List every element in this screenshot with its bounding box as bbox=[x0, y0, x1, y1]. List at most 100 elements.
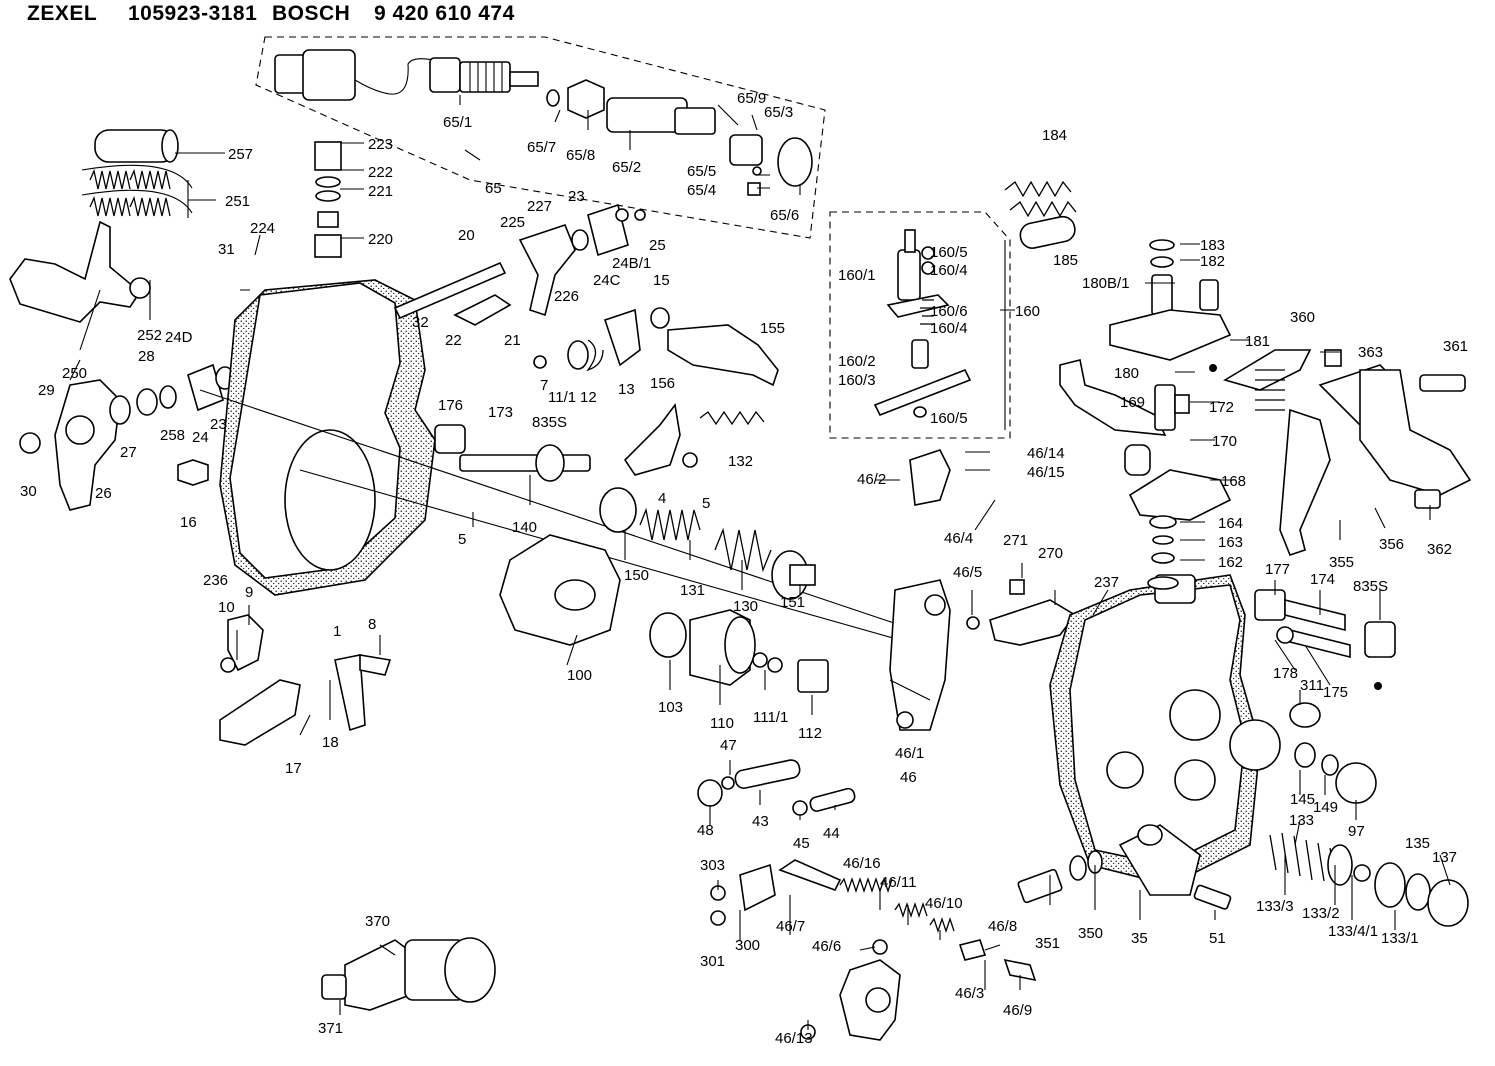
callout-label-160-5b: 160/5 bbox=[930, 410, 968, 427]
callout-label-133-3: 133/3 bbox=[1256, 898, 1294, 915]
governor-group-box bbox=[829, 211, 1011, 439]
callout-label-160-1: 160/1 bbox=[838, 267, 876, 284]
callout-label-135: 135 bbox=[1405, 835, 1430, 852]
callout-label-132: 132 bbox=[728, 453, 753, 470]
callout-label-172: 172 bbox=[1209, 399, 1234, 416]
callout-label-12: 12 bbox=[580, 389, 597, 406]
callout-label-140: 140 bbox=[512, 519, 537, 536]
callout-label-168: 168 bbox=[1221, 473, 1246, 490]
callout-label-181: 181 bbox=[1245, 333, 1270, 350]
callout-label-257: 257 bbox=[228, 146, 253, 163]
callout-label-97: 97 bbox=[1348, 823, 1365, 840]
spring-133 bbox=[1269, 832, 1337, 884]
callout-label-351: 351 bbox=[1035, 935, 1060, 952]
callout-label-46-5: 46/5 bbox=[953, 564, 982, 581]
callout-label-65-7: 65/7 bbox=[527, 139, 556, 156]
callout-label-160-6: 160/6 bbox=[930, 303, 968, 320]
callout-label-65-2: 65/2 bbox=[612, 159, 641, 176]
callout-label-21: 21 bbox=[504, 332, 521, 349]
callout-label-46-9: 46/9 bbox=[1003, 1002, 1032, 1019]
bracket-356 bbox=[1359, 369, 1472, 496]
callout-label-137: 137 bbox=[1432, 849, 1457, 866]
bosch-part-number: 9 420 610 474 bbox=[374, 2, 515, 25]
callout-label-11-1: 11/1 bbox=[548, 389, 576, 406]
callout-label-361: 361 bbox=[1443, 338, 1468, 355]
callout-label-151: 151 bbox=[780, 594, 805, 611]
callout-label-173: 173 bbox=[488, 404, 513, 421]
callout-label-46-1: 46/1 bbox=[895, 745, 924, 762]
callout-label-160-5a: 160/5 bbox=[930, 244, 968, 261]
callout-label-162: 162 bbox=[1218, 554, 1243, 571]
callout-label-9: 9 bbox=[245, 584, 253, 601]
callout-label-250: 250 bbox=[62, 365, 87, 382]
callout-label-149: 149 bbox=[1313, 799, 1338, 816]
callout-label-133-2: 133/2 bbox=[1302, 905, 1340, 922]
governor-housing-1 bbox=[219, 141, 436, 596]
callout-label-23a: 23 bbox=[210, 416, 227, 433]
control-lever-group-180 bbox=[1059, 239, 1232, 564]
shaft-20 bbox=[393, 261, 507, 320]
lever-250 bbox=[9, 220, 142, 323]
callout-label-222: 222 bbox=[368, 164, 393, 181]
callout-label-7: 7 bbox=[540, 377, 548, 394]
callout-label-46-13: 46/13 bbox=[775, 1030, 813, 1047]
callout-label-48: 48 bbox=[697, 822, 714, 839]
callout-label-160-2: 160/2 bbox=[838, 353, 876, 370]
callout-label-46-3: 46/3 bbox=[955, 985, 984, 1002]
callout-label-252: 252 bbox=[137, 327, 162, 344]
callout-label-16: 16 bbox=[180, 514, 197, 531]
callout-label-46-7: 46/7 bbox=[776, 918, 805, 935]
callout-label-32: 32 bbox=[412, 314, 429, 331]
callout-label-28: 28 bbox=[138, 348, 155, 365]
callout-label-370: 370 bbox=[365, 913, 390, 930]
callout-label-160: 160 bbox=[1015, 303, 1040, 320]
callout-label-145: 145 bbox=[1290, 791, 1315, 808]
callout-label-65-8: 65/8 bbox=[566, 147, 595, 164]
brand-zexel: ZEXEL bbox=[27, 2, 98, 25]
sensor-group-box bbox=[255, 36, 826, 239]
pump-housing-237 bbox=[1049, 574, 1281, 896]
callout-label-46-4: 46/4 bbox=[944, 530, 973, 547]
callout-label-155: 155 bbox=[760, 320, 785, 337]
lever-17 bbox=[219, 679, 301, 746]
callout-label-24C: 24C bbox=[593, 272, 621, 289]
callout-label-46-16: 46/16 bbox=[843, 855, 881, 872]
callout-label-1: 1 bbox=[333, 623, 341, 640]
callout-label-20: 20 bbox=[458, 227, 475, 244]
callout-label-300: 300 bbox=[735, 937, 760, 954]
callout-label-29: 29 bbox=[38, 382, 55, 399]
callout-label-221: 221 bbox=[368, 183, 393, 200]
callout-label-65: 65 bbox=[485, 180, 502, 197]
callout-label-112: 112 bbox=[798, 725, 822, 742]
callout-label-271: 271 bbox=[1003, 532, 1028, 549]
callout-label-160-4a: 160/4 bbox=[930, 262, 968, 279]
callout-label-177: 177 bbox=[1265, 561, 1290, 578]
callout-label-226: 226 bbox=[554, 288, 579, 305]
callout-label-22: 22 bbox=[445, 332, 462, 349]
callout-label-10: 10 bbox=[218, 599, 235, 616]
solenoid-sensor-assembly bbox=[274, 49, 813, 196]
callout-label-355: 355 bbox=[1329, 554, 1354, 571]
callout-label-180B-1: 180B/1 bbox=[1082, 275, 1130, 292]
lever-26 bbox=[54, 379, 121, 511]
callout-label-100: 100 bbox=[567, 667, 592, 684]
callout-label-46: 46 bbox=[900, 769, 917, 786]
callout-label-360: 360 bbox=[1290, 309, 1315, 326]
callout-label-311: 311 bbox=[1300, 677, 1324, 694]
callout-label-23b: 23 bbox=[568, 188, 585, 205]
callout-label-45: 45 bbox=[793, 835, 810, 852]
callout-label-18: 18 bbox=[322, 734, 339, 751]
callout-label-227: 227 bbox=[527, 198, 552, 215]
governor-subassembly-160 bbox=[873, 229, 972, 418]
callout-label-174: 174 bbox=[1310, 571, 1335, 588]
callout-label-103: 103 bbox=[658, 699, 683, 716]
callout-label-44: 44 bbox=[823, 825, 840, 842]
callout-label-65-4: 65/4 bbox=[687, 182, 716, 199]
callout-label-133-4-1: 133/4/1 bbox=[1328, 923, 1378, 940]
callout-label-4: 4 bbox=[658, 490, 666, 507]
callout-label-65-6: 65/6 bbox=[770, 207, 799, 224]
callout-label-184: 184 bbox=[1042, 127, 1067, 144]
callout-label-46-15: 46/15 bbox=[1027, 464, 1065, 481]
callout-label-185: 185 bbox=[1053, 252, 1078, 269]
